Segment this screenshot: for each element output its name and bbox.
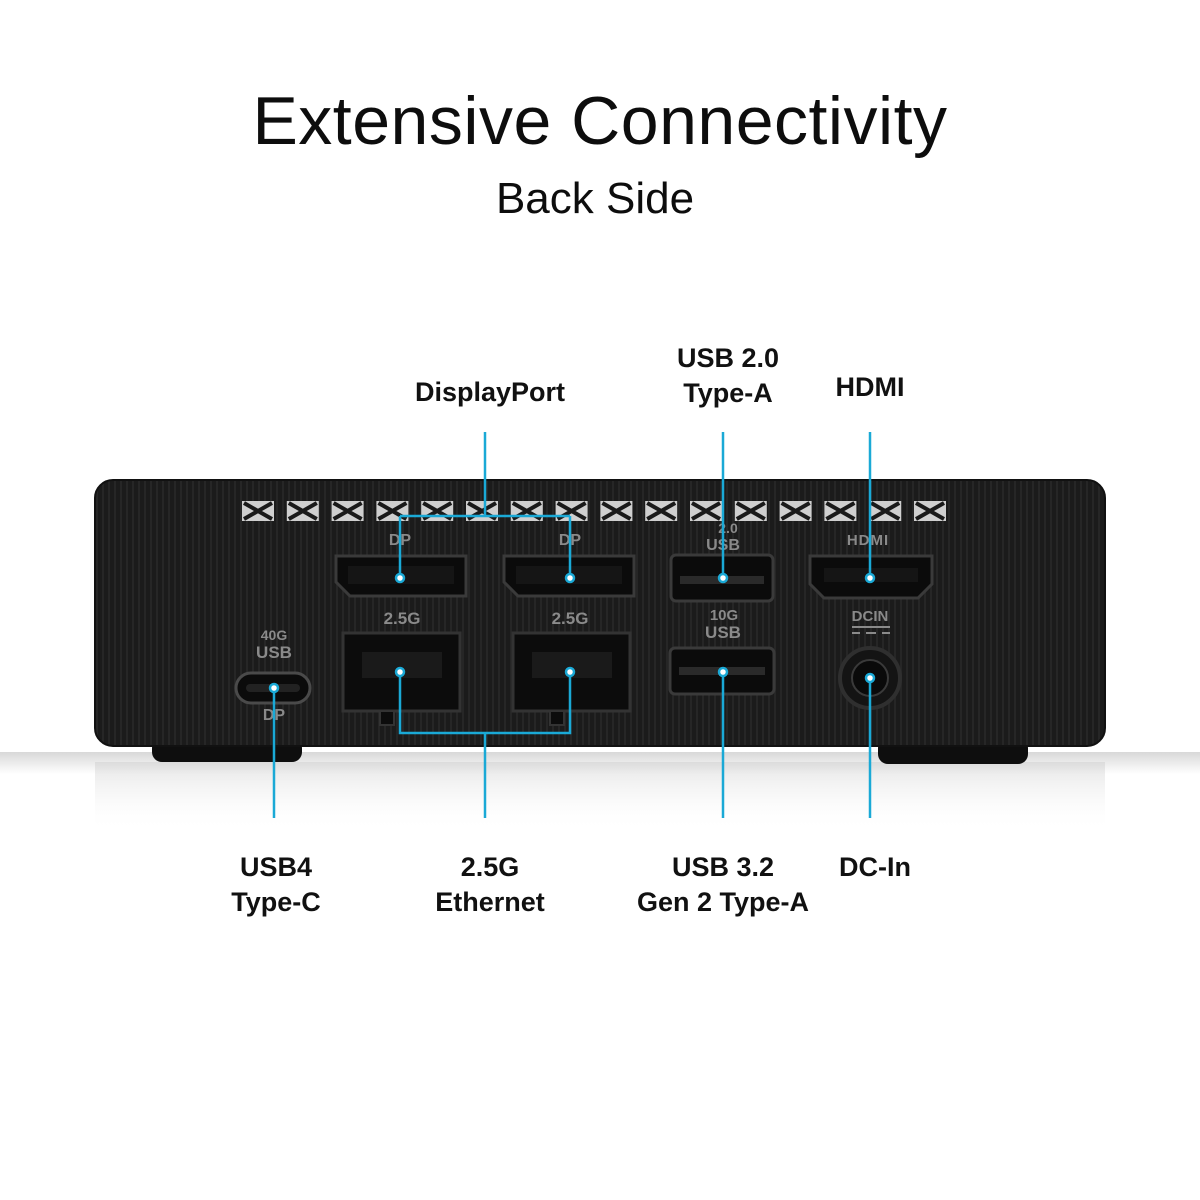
callout-usb32-line2: Gen 2 Type-A: [636, 887, 810, 917]
vent-grille: [915, 501, 945, 521]
marking-usbc-mid: USB: [256, 643, 292, 662]
callout-usb4-line2: Type-C: [231, 887, 321, 917]
vent-grille: [646, 501, 677, 521]
ethernet-right-icon: [511, 631, 632, 726]
callout-dots: [268, 572, 876, 694]
marking-usbc-top: 40G: [261, 627, 288, 643]
dot-dcin: [864, 672, 876, 684]
callout-dcin-text: DC-In: [839, 852, 911, 882]
callout-ethernet-line2: Ethernet: [435, 887, 545, 917]
callout-dcin: DC-In: [815, 850, 935, 885]
callout-usb20-line2: Type-A: [683, 378, 773, 408]
callout-hdmi: HDMI: [800, 370, 940, 405]
marking-lan-right: 2.5G: [552, 609, 589, 628]
line-ethernet: [398, 672, 572, 818]
dot-usb20: [717, 572, 729, 584]
vent-grille: [691, 501, 721, 521]
line-displayport: [398, 432, 572, 578]
dot-usb32: [717, 666, 729, 678]
marking-hdmi: HDMI: [847, 532, 889, 549]
callout-ethernet: 2.5G Ethernet: [400, 850, 580, 920]
dot-lan-right: [564, 666, 576, 678]
callout-usb4: USB4 Type-C: [196, 850, 356, 920]
page-subtitle: Back Side: [495, 174, 695, 223]
device-body-edge: [94, 479, 1106, 747]
vent-grille: [870, 501, 901, 521]
callout-displayport-text: DisplayPort: [414, 377, 566, 407]
callout-usb20: USB 2.0 Type-A: [628, 341, 828, 411]
marking-usb10g-bottom: USB: [705, 623, 741, 642]
marking-lan-left: 2.5G: [384, 609, 421, 628]
marking-dcin: DCIN: [852, 608, 889, 625]
dc-symbol-icon: [852, 626, 890, 634]
callout-displayport: DisplayPort: [390, 375, 590, 410]
callout-ethernet-line1: 2.5G: [460, 852, 520, 882]
callout-usb20-line1: USB 2.0: [676, 343, 780, 373]
marking-usb20-top: 2.0: [718, 520, 738, 536]
dot-hdmi: [864, 572, 876, 584]
vent-grille: [243, 501, 273, 521]
vent-grille: [601, 501, 632, 521]
vent-grille: [735, 501, 766, 521]
vent-grille: [332, 501, 363, 521]
callout-usb32-line1: USB 3.2: [671, 852, 775, 882]
ethernet-left-icon: [341, 631, 462, 726]
device-reflection: [95, 762, 1105, 832]
dot-dp-right: [564, 572, 576, 584]
page-title: Extensive Connectivity: [252, 83, 948, 159]
vent-grille: [780, 501, 811, 521]
callout-usb32: USB 3.2 Gen 2 Type-A: [613, 850, 833, 920]
vent-grille: [287, 501, 318, 521]
marking-usb10g-top: 10G: [710, 607, 738, 624]
dot-usb4: [268, 682, 280, 694]
vent-grille: [825, 501, 856, 521]
dot-dp-left: [394, 572, 406, 584]
callout-hdmi-text: HDMI: [835, 372, 905, 402]
dot-lan-left: [394, 666, 406, 678]
callout-lines: [272, 432, 872, 818]
callout-usb4-line1: USB4: [239, 852, 313, 882]
